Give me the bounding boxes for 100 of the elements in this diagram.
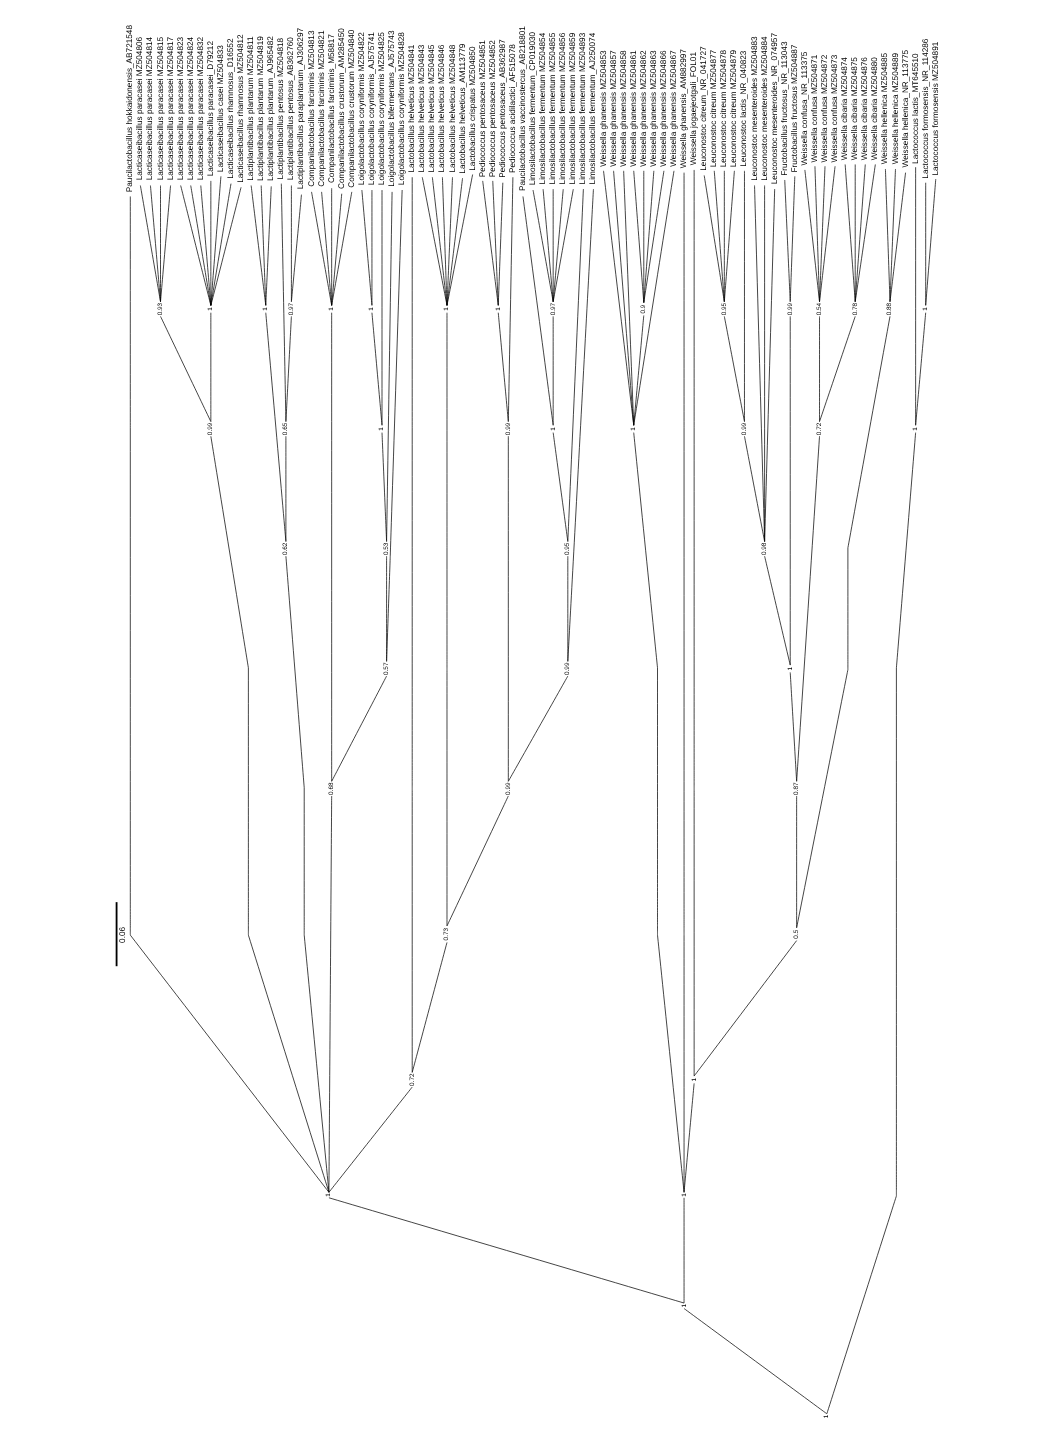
- connector: [361, 189, 373, 306]
- connector: [250, 185, 267, 306]
- connector: [482, 180, 499, 306]
- connector: [542, 188, 554, 303]
- connector: [844, 164, 856, 303]
- connector: [411, 942, 448, 1073]
- connector: [552, 432, 569, 542]
- connector: [633, 315, 645, 426]
- connector: [210, 312, 212, 422]
- connector: [140, 185, 161, 303]
- connector: [915, 312, 927, 426]
- connector: [507, 176, 514, 422]
- connector: [446, 174, 473, 306]
- connector: [210, 183, 232, 306]
- connector: [328, 1086, 413, 1193]
- connector: [796, 795, 797, 929]
- connector: [789, 175, 796, 303]
- connector: [331, 193, 343, 306]
- connector: [446, 177, 463, 306]
- connector: [446, 795, 509, 927]
- connector: [683, 1197, 685, 1304]
- connector: [925, 178, 937, 306]
- connector: [643, 170, 655, 303]
- connector: [796, 435, 820, 782]
- connector: [532, 189, 554, 303]
- connector: [723, 170, 735, 303]
- connector: [784, 179, 791, 303]
- connector: [190, 185, 212, 306]
- connector: [643, 170, 665, 303]
- connector: [160, 316, 212, 422]
- connector: [826, 432, 916, 1415]
- connector: [311, 191, 333, 306]
- connector: [210, 180, 212, 306]
- connector: [328, 795, 333, 1193]
- connector: [744, 435, 765, 542]
- connector: [321, 191, 333, 306]
- connector: [693, 940, 797, 1077]
- connector: [285, 316, 292, 422]
- connector: [210, 175, 222, 306]
- connector: [683, 172, 685, 1193]
- connector: [265, 312, 287, 542]
- connector: [889, 168, 896, 303]
- connector: [744, 170, 745, 422]
- connector: [331, 312, 333, 782]
- connector: [291, 194, 302, 303]
- connector: [819, 165, 836, 303]
- connector: [381, 189, 383, 426]
- connector: [819, 316, 820, 422]
- connector: [507, 675, 569, 782]
- connector: [764, 555, 791, 666]
- connector: [796, 316, 891, 929]
- connector: [567, 188, 594, 662]
- connector: [522, 196, 554, 426]
- connector: [643, 170, 645, 303]
- connector: [567, 188, 584, 542]
- connector: [603, 170, 635, 426]
- connector: [386, 189, 403, 662]
- connector: [552, 188, 574, 303]
- connector: [180, 185, 212, 306]
- connector: [328, 1197, 685, 1304]
- connector: [421, 176, 448, 306]
- connector: [210, 186, 242, 306]
- connector: [446, 312, 448, 927]
- connector: [446, 176, 453, 306]
- connector: [507, 435, 509, 782]
- connector: [492, 180, 499, 306]
- connector: [280, 183, 287, 422]
- connector: [703, 175, 725, 303]
- connector: [150, 185, 161, 303]
- connector: [331, 191, 353, 306]
- connector: [623, 170, 635, 426]
- connector: [331, 187, 333, 306]
- connector: [683, 1308, 828, 1415]
- connector: [497, 312, 509, 422]
- connector: [331, 675, 387, 782]
- connector: [854, 164, 876, 303]
- connector: [371, 189, 373, 306]
- connector: [633, 170, 675, 426]
- connector: [804, 169, 820, 303]
- connector: [160, 185, 171, 303]
- connector: [432, 176, 448, 306]
- connector: [411, 176, 413, 1073]
- connector: [613, 170, 635, 426]
- connector: [633, 170, 645, 303]
- connector: [819, 316, 856, 422]
- connector: [789, 316, 791, 666]
- connector: [713, 170, 725, 303]
- connector: [693, 169, 695, 1077]
- connector: [386, 191, 393, 542]
- connector: [683, 1083, 695, 1193]
- connector: [723, 316, 745, 422]
- connector: [552, 316, 554, 426]
- connector: [442, 176, 448, 306]
- connector: [764, 188, 776, 542]
- connector: [210, 435, 330, 1193]
- connector: [265, 186, 272, 306]
- connector: [285, 435, 287, 542]
- connector: [129, 196, 330, 1193]
- connector: [889, 172, 906, 303]
- connector: [885, 168, 891, 303]
